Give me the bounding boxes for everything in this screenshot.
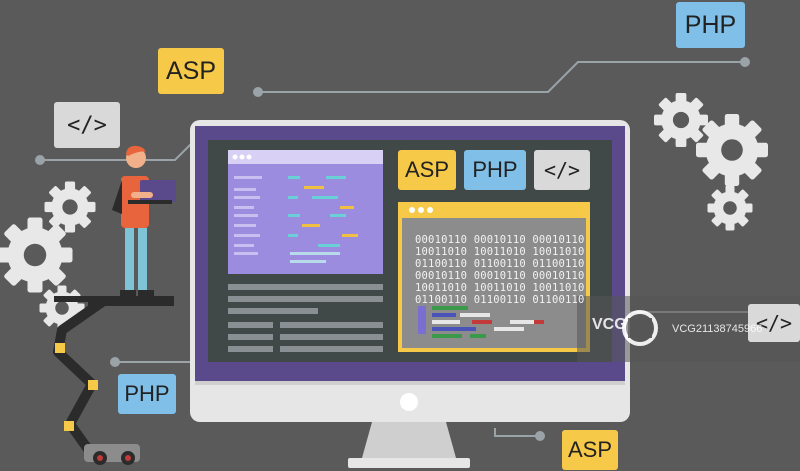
watermark-logo-text: VCG (592, 316, 627, 333)
asp-tag: ASP (398, 150, 456, 190)
connector-dot (740, 57, 750, 67)
binary-line: 10011010 10011010 10011010 (415, 282, 585, 294)
binary-line: 01100110 01100110 01100110 (415, 294, 585, 306)
binary-line: 00010110 00010110 00010110 (415, 234, 585, 246)
binary-line: 00010110 00010110 00010110 (415, 270, 585, 282)
connector-dot (253, 87, 263, 97)
code-tag-icon: </> (54, 102, 120, 148)
binary-line: 10011010 10011010 10011010 (415, 246, 585, 258)
person-with-laptop (112, 145, 176, 296)
binary-window (398, 202, 590, 352)
platform (54, 296, 174, 306)
code-editor-window (228, 150, 383, 274)
gear-icon (654, 93, 708, 147)
gear-icon (44, 181, 96, 233)
gear-icon (707, 185, 753, 231)
connector-dot (110, 357, 120, 367)
text-lines (228, 284, 383, 352)
robot-arm (53, 295, 140, 465)
connector-dot (535, 431, 545, 441)
code-tag-icon: </> (534, 150, 590, 190)
gear-icon (696, 114, 768, 186)
gear-icon (0, 217, 73, 293)
asp-tag: ASP (158, 48, 224, 94)
asp-tag: ASP (562, 430, 618, 470)
php-tag: PHP (464, 150, 526, 190)
watermark-id: VCG21138745966 (672, 323, 763, 335)
php-tag: PHP (118, 374, 176, 414)
code-tag-icon: </> (748, 304, 800, 342)
connector-dot (35, 155, 45, 165)
php-tag: PHP (676, 2, 745, 48)
binary-line: 01100110 01100110 01100110 (415, 258, 585, 270)
